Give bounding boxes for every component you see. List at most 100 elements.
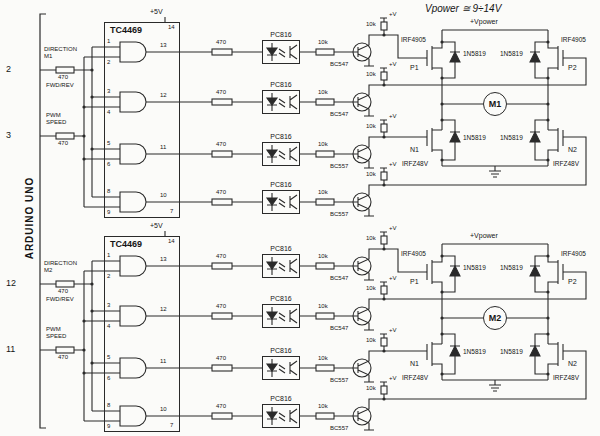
- pin-number: 5: [107, 354, 110, 361]
- motor-circle: M2: [483, 306, 507, 330]
- resistor-value: 470: [216, 89, 226, 96]
- pin-number: 1: [107, 252, 110, 259]
- pin-number: 7: [170, 208, 173, 215]
- part-number: PC816: [262, 394, 300, 404]
- pin-number: 6: [107, 375, 110, 382]
- resistor-value: 10k: [366, 385, 376, 392]
- supply-note: Vpower ≅ 9÷14V: [425, 3, 501, 15]
- pin-number: 4: [107, 109, 110, 116]
- resistor-value: 10k: [318, 303, 328, 310]
- resistor-value: 10k: [366, 171, 376, 178]
- pin-number: 7: [170, 422, 173, 429]
- pin-number: 3: [107, 302, 110, 309]
- pin-number: 9: [107, 423, 110, 430]
- part-number: 1N5819: [463, 348, 486, 355]
- resistor-value: 10k: [318, 403, 328, 410]
- optocoupler: PC816: [262, 346, 300, 380]
- part-number: TC4469: [110, 239, 174, 249]
- optocoupler: PC816: [262, 132, 300, 166]
- resistor-value: 10k: [318, 355, 328, 362]
- pin-number: 3: [107, 88, 110, 95]
- part-number: TC4469: [110, 25, 174, 35]
- supply-label: +V: [389, 327, 397, 334]
- pin-number: 4: [107, 323, 110, 330]
- part-number: 1N5819: [463, 50, 486, 57]
- optocoupler: PC816: [262, 294, 300, 328]
- optocoupler-body: [262, 190, 300, 214]
- supply-label: +V: [389, 11, 397, 18]
- pin-number: 1: [107, 38, 110, 45]
- pin-number: 13: [160, 256, 167, 263]
- arduino-pin: 12: [6, 278, 16, 288]
- pin-number: 10: [160, 192, 167, 199]
- part-number: IRFZ48V: [402, 374, 428, 381]
- part-number: PC816: [262, 180, 300, 190]
- optocoupler-body: [262, 142, 300, 166]
- motor-name: M2: [489, 313, 502, 323]
- pin-number: 9: [107, 209, 110, 216]
- mosfet-name: P1: [410, 278, 419, 286]
- resistor-value: 10k: [366, 21, 376, 28]
- resistor-value: 470: [216, 253, 226, 260]
- motor-circle: M1: [483, 92, 507, 116]
- optocoupler-body: [262, 40, 300, 64]
- supply-label: +V: [389, 225, 397, 232]
- supply-label: +V: [389, 113, 397, 120]
- optocoupler-body: [262, 404, 300, 428]
- pin-number: 13: [160, 42, 167, 49]
- pin-number: 5: [107, 140, 110, 147]
- part-number: 1N5819: [500, 264, 523, 271]
- supply-label: +V: [389, 161, 397, 168]
- resistor-value: 470: [216, 39, 226, 46]
- pin-number: 8: [107, 402, 110, 409]
- part-number: 1N5819: [500, 348, 523, 355]
- mosfet-name: P1: [410, 64, 419, 72]
- resistor-value: 10k: [318, 189, 328, 196]
- optocoupler: PC816: [262, 394, 300, 428]
- signal-name: FWD/REV: [46, 82, 74, 89]
- driver-half: [40, 231, 586, 430]
- pin-number: 10: [160, 406, 167, 413]
- optocoupler: PC816: [262, 80, 300, 114]
- resistor-value: 470: [216, 403, 226, 410]
- signal-name: PWM SPEED: [46, 326, 80, 340]
- optocoupler-body: [262, 90, 300, 114]
- supply-label: +V: [389, 375, 397, 382]
- pin-number: 14: [168, 24, 175, 31]
- mosfet-name: N1: [410, 146, 419, 154]
- supply-label: +5V: [150, 8, 163, 16]
- part-number: PC816: [262, 294, 300, 304]
- arduino-pin: 2: [6, 64, 11, 74]
- part-number: PC816: [262, 132, 300, 142]
- pin-number: 12: [160, 92, 167, 99]
- part-number: 1N5819: [500, 50, 523, 57]
- part-number: IRF4905: [561, 250, 586, 257]
- motor-name: M1: [489, 99, 502, 109]
- signal-name: DIRECTION M2: [44, 260, 80, 274]
- part-number: IRF4905: [401, 250, 426, 257]
- resistor-value: 10k: [366, 285, 376, 292]
- ic-chip: TC4469: [104, 236, 180, 432]
- part-number: PC816: [262, 30, 300, 40]
- signal-name: PWM SPEED: [46, 112, 80, 126]
- supply-label: +V: [389, 61, 397, 68]
- bracket: [40, 14, 46, 428]
- mosfet-name: P2: [568, 64, 577, 72]
- part-number: BC547: [330, 61, 348, 68]
- part-number: BC557: [330, 425, 348, 432]
- optocoupler: PC816: [262, 180, 300, 214]
- signal-name: DIRECTION M1: [44, 46, 80, 60]
- part-number: BC547: [330, 325, 348, 332]
- part-number: 1N5819: [500, 134, 523, 141]
- resistor-value: 10k: [318, 141, 328, 148]
- pin-number: 12: [160, 306, 167, 313]
- part-number: BC547: [330, 275, 348, 282]
- arduino-pin: 11: [6, 344, 15, 354]
- part-number: 1N5819: [463, 264, 486, 271]
- resistor-value: 470: [58, 140, 68, 147]
- resistor-value: 10k: [366, 235, 376, 242]
- part-number: IRFZ48V: [553, 374, 579, 381]
